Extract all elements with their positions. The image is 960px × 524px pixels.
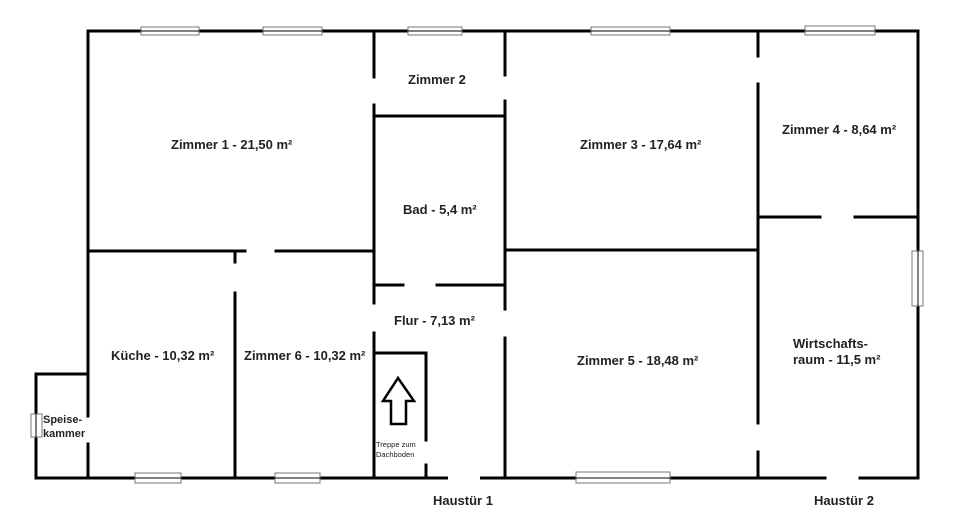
wirtschaftsraum-line2: raum - 11,5 m²	[793, 352, 881, 367]
room-label-bad: Bad - 5,4 m²	[403, 202, 477, 217]
speisekammer-line1: Speise-	[43, 414, 83, 426]
walls	[34, 29, 920, 480]
room-label-zimmer6: Zimmer 6 - 10,32 m²	[244, 348, 366, 363]
wirtschaftsraum-line1: Wirtschafts-	[793, 336, 869, 351]
room-label-speisekammer: Speise- kammer	[43, 413, 85, 441]
room-label-wirtschaftsraum: Wirtschafts- raum - 11,5 m²	[793, 336, 880, 368]
room-label-zimmer1: Zimmer 1 - 21,50 m²	[171, 137, 293, 152]
room-label-zimmer4: Zimmer 4 - 8,64 m²	[782, 122, 897, 137]
window-centerlines	[35, 30, 919, 479]
speisekammer-line2: kammer	[43, 428, 86, 440]
room-label-flur: Flur - 7,13 m²	[394, 313, 475, 328]
room-label-zimmer3: Zimmer 3 - 17,64 m²	[580, 137, 702, 152]
stairs-line1: Treppe zum	[376, 440, 416, 449]
windows	[30, 25, 924, 484]
room-label-kueche: Küche - 10,32 m²	[111, 348, 215, 363]
room-label-zimmer2: Zimmer 2	[408, 72, 466, 87]
stairs-label: Treppe zum Dachboden	[376, 440, 416, 460]
stairs-line2: Dachboden	[376, 450, 415, 459]
room-label-zimmer5: Zimmer 5 - 18,48 m²	[577, 353, 699, 368]
door-label-haustuer1: Haustür 1	[433, 493, 493, 508]
door-label-haustuer2: Haustür 2	[814, 493, 874, 508]
stairs-arrow-icon	[380, 375, 417, 426]
